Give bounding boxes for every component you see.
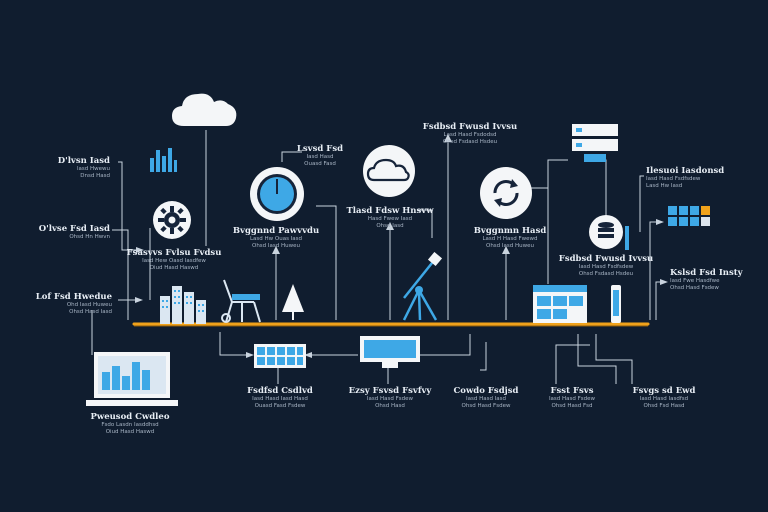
laptop-icon (86, 352, 178, 406)
label-lof-fsd: Lof Fsd Hwedue Ohd Iasd Huweu Ohsd Hasd … (35, 292, 112, 315)
wire-l16 (555, 344, 590, 384)
wire-l16b (577, 334, 617, 384)
label-fsdfsd: Fsdfsd Csdlvd Iasd Hasd Iasd Hasd Ouasd … (247, 386, 313, 409)
wire-l2 (112, 229, 140, 301)
wire-telescope (418, 209, 433, 238)
label-ilesuoi: Ilesuoi Iasdonsd Iasd Hasd Fsdfsdew Lasd… (646, 166, 725, 189)
label-lsvsd: Lsvsd Fsd Iasd Hasd Ouasd Fasd (296, 144, 344, 167)
wire-server-left (530, 159, 568, 189)
label-ezsy: Ezsy Fsvsd Fsvfvy Iasd Hasd Fsdew Ohsd H… (348, 386, 432, 409)
data-grid-icon (254, 344, 306, 368)
label-o-lvse: O'lvse Fsd Iasd Ohsd Hn Hwvn (38, 224, 110, 240)
tile-grid-icon (668, 206, 710, 226)
wire-monitor-right (420, 334, 471, 356)
label-d-lvsn: D'lvsn Iasd lasd Hwewu Dnsd Hasd (57, 156, 110, 179)
label-ezsy-top: Fsdbsd Fwusd Ivvsu Iasd Hasd Fsdfsdew Oh… (558, 254, 654, 277)
wire-l12 (655, 281, 664, 320)
wire-l1 (118, 161, 138, 251)
wire-gauge-right (316, 205, 337, 320)
wire-l11 (639, 175, 644, 232)
database-icon (589, 215, 629, 250)
label-cowdo: Cowdo Fsdjsd Iasd Hasd Iasd Ohsd Hasd Fs… (453, 386, 519, 409)
gauge-icon (250, 167, 304, 221)
arrow-heads (135, 134, 668, 358)
cloud-badge-icon (363, 145, 415, 197)
label-kslsd: Kslsd Fsd Insty Iasd Fwe Hasdfwe Ohsd Ha… (670, 268, 743, 291)
server-icon (572, 124, 618, 162)
label-bvggnmn: Bvggnmn Hasd Lasd H Hasd Fwewd Ohsd Iasd… (473, 226, 547, 249)
label-pweusod: Pweusod Cwdleo Fsdo Lasdn Iasddhsd Oiud … (90, 412, 170, 435)
cloud-icon (172, 93, 237, 126)
label-fsst: Fsst Fsvs Iasd Hasd Fsdew Ohsd Hasd Fsd (548, 386, 596, 409)
monitor-icon (360, 336, 420, 368)
label-fsasvvs: Fsasvvs Fvlsu Fvdsu Iasd Hew Oasd Iasdfe… (126, 248, 222, 271)
wire-l15 (480, 342, 487, 371)
sail-icon (282, 284, 304, 320)
wire-chart-left (219, 332, 250, 356)
wire-l6 (281, 151, 302, 162)
wire-l3 (118, 299, 129, 320)
wire-l17 (595, 334, 633, 384)
satellite-dish-icon (221, 279, 261, 323)
label-bvggnnd: Bvggnnd Pawvvdu Lasd Hw Ouas Iasd Ohsd I… (232, 226, 320, 249)
phone-icon (611, 285, 621, 323)
label-tlasd: Tlasd Fdsw Hnsvw Hasd Fwew Iasd Ohsd Ias… (346, 206, 434, 229)
gear-icon (153, 201, 191, 239)
label-fsdbsd: Fsdbsd Fwusd Ivvsu Lasd Hasd Fsdodsd Ohs… (422, 122, 518, 145)
telescope-icon (402, 252, 443, 321)
label-fsvgs: Fsvgs sd Ewd Iasd Hasd Iasdfsd Ohsd Fsd … (632, 386, 696, 409)
dashboard-window-icon (533, 285, 587, 323)
refresh-icon (480, 167, 532, 219)
bar-chart-icon (150, 148, 177, 172)
wire-server-db (600, 159, 607, 216)
buildings-icon (160, 286, 206, 324)
